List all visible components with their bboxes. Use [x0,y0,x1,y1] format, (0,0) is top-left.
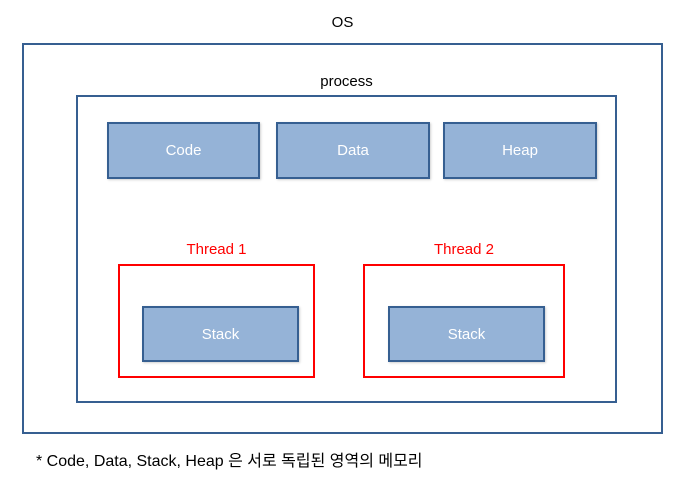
os-label: OS [331,14,354,31]
thread-2-frame [363,264,565,378]
thread-1-label: Thread 1 [186,241,247,258]
thread-2-label: Thread 2 [433,241,495,258]
thread-2-stack-box: Stack [388,306,545,362]
memory-box-data: Data [276,122,430,179]
memory-box-code: Code [107,122,260,179]
footnote: * Code, Data, Stack, Heap 은 서로 독립된 영역의 메… [36,453,423,470]
process-frame [76,95,617,403]
os-frame [22,43,663,434]
thread-1-frame [118,264,315,378]
thread-1-stack-box: Stack [142,306,299,362]
memory-box-heap: Heap [443,122,597,179]
process-label: process [320,73,373,90]
